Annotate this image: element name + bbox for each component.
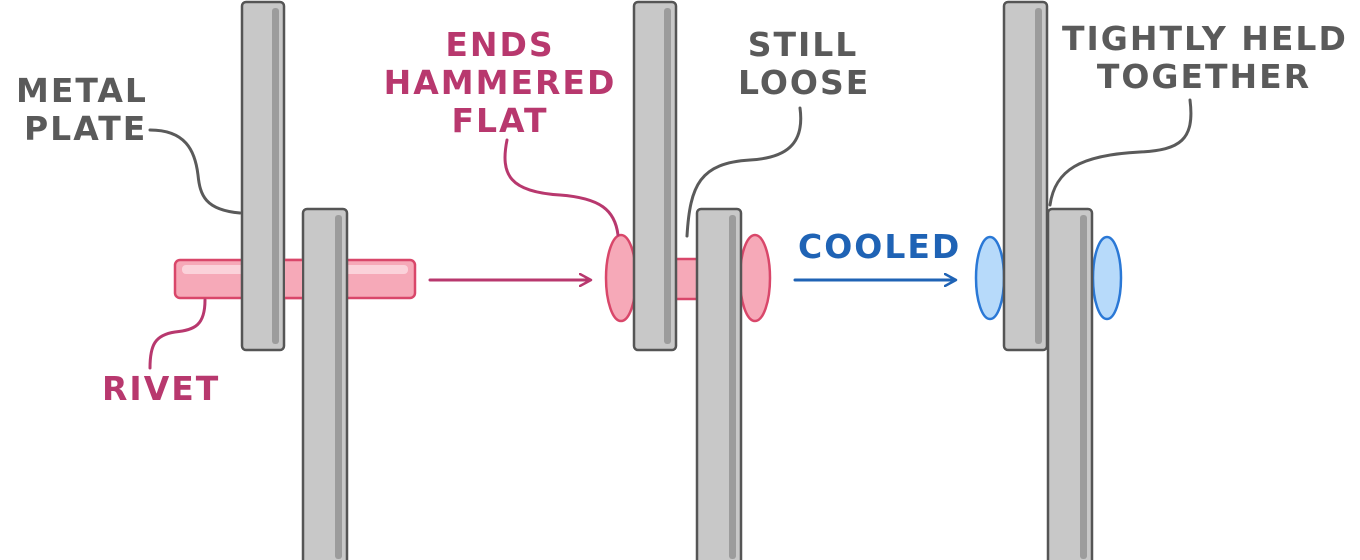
metal-plate-front	[1002, 0, 1049, 352]
hot-rivet-shaft	[676, 259, 698, 299]
metal-plate-front	[240, 0, 286, 352]
stage-3-cooled	[974, 0, 1193, 560]
label-tightly-held-together: TIGHTLY HELD TOGETHER	[1062, 20, 1346, 96]
label-metal-plate-line-2: PLATE	[24, 109, 148, 148]
label-cooled: COOLED	[798, 227, 962, 266]
label-rivet: RIVET	[102, 369, 221, 408]
hammered-rivet-head-right	[738, 233, 772, 323]
metal-plate-back	[1046, 207, 1094, 560]
label-metal-plate: METAL PLATE	[16, 72, 148, 148]
label-tightly-held-line-1: TIGHTLY HELD	[1062, 19, 1348, 58]
label-still-loose-line-1: STILL	[747, 25, 859, 64]
still-loose-leader-line	[685, 106, 803, 238]
stage-1-unriveted	[148, 0, 417, 560]
metal-plate-front	[632, 0, 678, 352]
metal-plate-back	[301, 207, 349, 560]
cooled-rivet-head-left	[974, 235, 1006, 321]
rivet-leader-line	[148, 298, 207, 370]
label-metal-plate-line-1: METAL	[16, 71, 148, 110]
label-ends-hammered-line-2: HAMMERED	[383, 63, 617, 102]
cooled-rivet-head-right	[1091, 235, 1123, 321]
hammered-rivet-head-left	[604, 233, 638, 323]
tightly-held-leader-line	[1048, 98, 1193, 207]
ends-hammered-leader-line	[503, 138, 620, 237]
label-ends-hammered-line-1: ENDS	[445, 25, 555, 64]
stage-2-hammered	[503, 0, 803, 560]
label-tightly-held-line-2: TOGETHER	[1096, 57, 1312, 96]
label-ends-hammered-line-3: FLAT	[451, 101, 549, 140]
metal-plate-back	[695, 207, 743, 560]
metal-plate-leader-line	[148, 128, 242, 215]
label-still-loose-line-2: LOOSE	[738, 63, 871, 102]
label-ends-hammered-flat: ENDS HAMMERED FLAT	[380, 26, 620, 140]
label-still-loose: STILL LOOSE	[738, 26, 868, 102]
rivet-gap-segment	[285, 261, 302, 297]
